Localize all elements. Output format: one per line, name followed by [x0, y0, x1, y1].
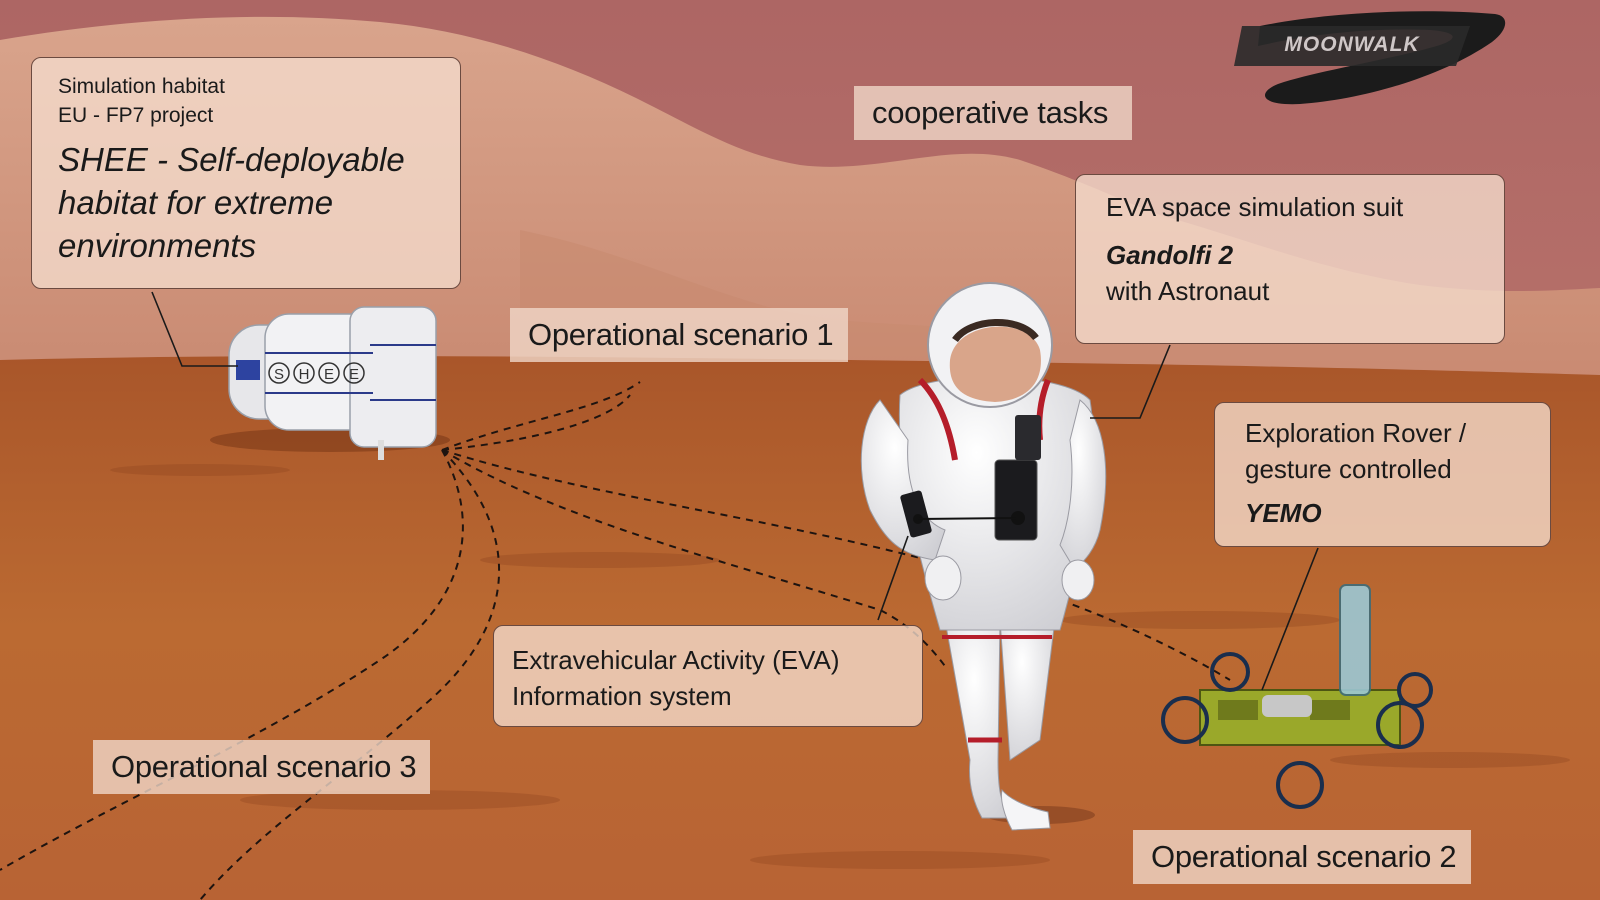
operational-scenario-1-label: Operational scenario 1 [510, 308, 848, 362]
moonwalk-logo-text: MOONWALK [1284, 33, 1420, 56]
habitat-badge-letter: S [274, 366, 284, 383]
habitat-title-line3: environments [58, 227, 257, 264]
habitat-badge-letter: H [299, 366, 310, 383]
eva-label-line2: Information system [512, 681, 732, 711]
habitat-label-line2: EU - FP7 project [58, 104, 214, 127]
habitat-title-line1: SHEE - Self-deployable [58, 141, 405, 178]
ground-texture [110, 464, 1570, 869]
suit-label: EVA space simulation suit Gandolfi 2 wit… [1075, 174, 1505, 344]
yemo-rover [1161, 584, 1433, 809]
suit-label-name: Gandolfi 2 [1106, 240, 1234, 270]
rover-label-name: YEMO [1245, 498, 1322, 528]
habitat-badge-letter: E [349, 366, 359, 383]
habitat-badge-letter: E [324, 366, 334, 383]
cooperative-tasks-label: cooperative tasks [854, 86, 1132, 140]
eva-information-label: Extravehicular Activity (EVA) Informatio… [493, 625, 923, 727]
rover-label: Exploration Rover / gesture controlled Y… [1214, 402, 1551, 547]
operational-scenario-2-label: Operational scenario 2 [1133, 830, 1471, 884]
shee-habitat [210, 306, 450, 460]
rover-label-line2: gesture controlled [1245, 454, 1452, 484]
suit-label-line3: with Astronaut [1106, 276, 1270, 306]
habitat-label-line1: Simulation habitat [58, 75, 225, 98]
callout-connectors [151, 291, 1319, 691]
moonwalk-logo [1234, 11, 1506, 105]
operational-scenario-3-label: Operational scenario 3 [93, 740, 430, 794]
suit-label-line1: EVA space simulation suit [1106, 192, 1404, 222]
rover-label-line1: Exploration Rover / [1245, 418, 1467, 448]
eva-label-line1: Extravehicular Activity (EVA) [512, 645, 840, 675]
habitat-title-line2: habitat for extreme [58, 184, 334, 221]
habitat-label: Simulation habitat EU - FP7 project SHEE… [31, 57, 461, 289]
astronaut [860, 282, 1107, 831]
